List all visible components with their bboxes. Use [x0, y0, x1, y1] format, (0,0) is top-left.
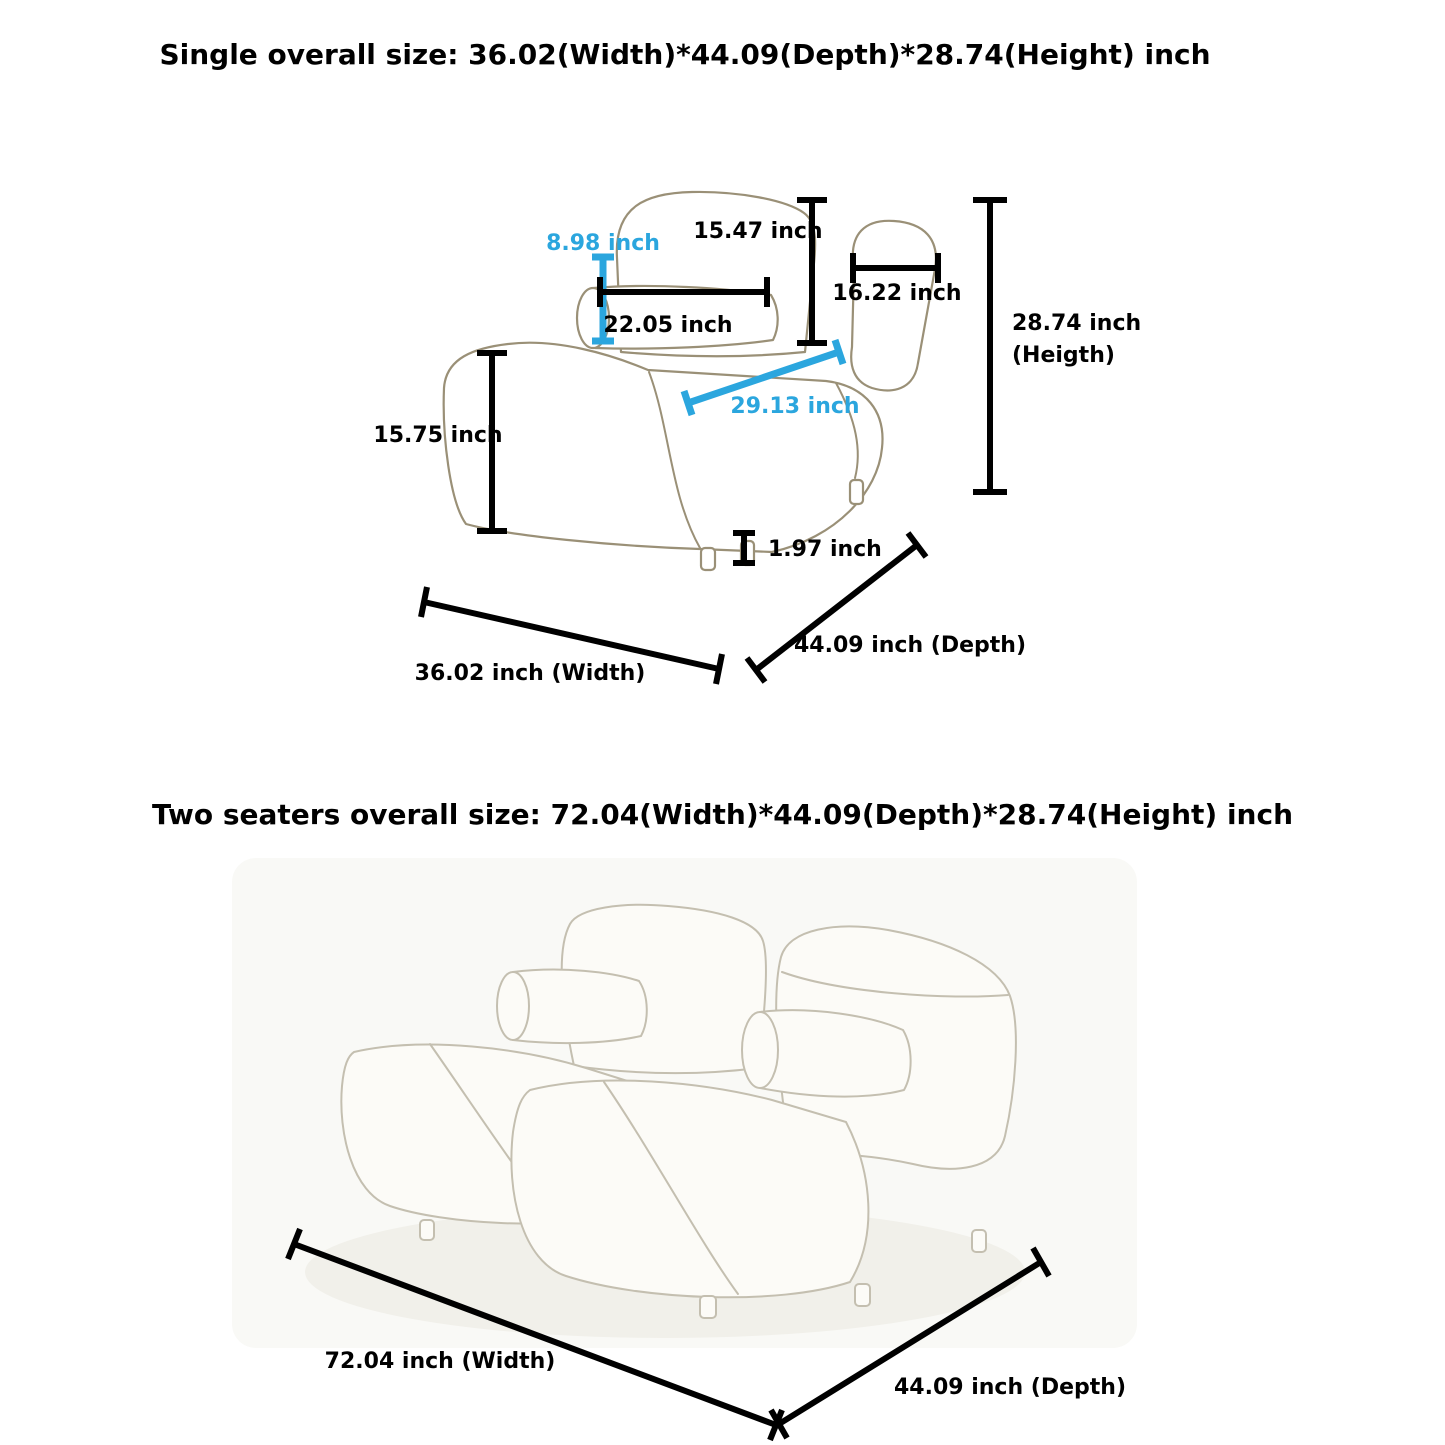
- sofa-leg-front-left: [699, 1295, 717, 1319]
- dim-seat-diagonal-line: [680, 338, 847, 417]
- single-chair-sketch: [442, 190, 937, 572]
- label-bolster-length: 22.05 inch: [603, 313, 732, 338]
- dim-width-line: [418, 586, 725, 685]
- sofa-leg-left: [419, 1219, 435, 1241]
- dim-headrest-width-line: [850, 253, 941, 283]
- single-dimension-labels: 15.47 inch 8.98 inch 16.22 inch 22.05 in…: [373, 219, 1141, 686]
- single-size-title: Single overall size: 36.02(Width)*44.09(…: [159, 38, 1211, 71]
- label-bolster-diameter: 8.98 inch: [546, 231, 660, 256]
- two-seater-sketch: [232, 858, 1137, 1348]
- two-seater-size-title: Two seaters overall size: 72.04(Width)*4…: [151, 798, 1294, 831]
- dim-overall-height-line: [973, 197, 1007, 495]
- label-single-depth: 44.09 inch (Depth): [794, 633, 1026, 658]
- sofa-right-seat-crease: [603, 1081, 739, 1295]
- sofa-right-bolster-end: [741, 1011, 779, 1089]
- single-dimension-lines: [418, 197, 1007, 685]
- sofa-right-backrest-roll-line: [781, 971, 1009, 998]
- single-leg-front-left: [699, 546, 717, 572]
- sofa-leg-front-right: [854, 1283, 871, 1307]
- sofa-left-bolster-end: [496, 971, 530, 1041]
- sofa-right-bolster-body: [759, 1009, 912, 1098]
- single-bolster-body: [592, 284, 779, 350]
- label-sofa-width: 72.04 inch (Width): [325, 1349, 556, 1374]
- single-leg-right: [848, 478, 865, 506]
- sofa-right-seat: [510, 1079, 870, 1299]
- single-seat-base: [442, 341, 884, 554]
- label-headrest-width: 16.22 inch: [832, 281, 961, 306]
- two-seater-dimension-lines: [285, 1227, 1052, 1442]
- single-seat-side-crease: [835, 382, 859, 479]
- label-seat-diagonal: 29.13 inch: [730, 394, 859, 419]
- dim-back-height-line: [797, 197, 827, 346]
- label-seat-height: 15.75 inch: [373, 423, 502, 448]
- dim-seat-height-line: [477, 350, 507, 534]
- label-overall-height-caption: (Heigth): [1012, 343, 1115, 368]
- label-back-height: 15.47 inch: [693, 219, 822, 244]
- label-leg-height: 1.97 inch: [768, 537, 882, 562]
- label-overall-height-value: 28.74 inch: [1012, 311, 1141, 336]
- dim-sofa-depth-line: [768, 1246, 1052, 1440]
- sofa-leg-right: [971, 1229, 987, 1253]
- dim-bolster-length-line: [597, 277, 770, 307]
- two-seater-dimension-labels: 72.04 inch (Width) 44.09 inch (Depth): [325, 1349, 1126, 1400]
- dim-depth-line: [744, 531, 929, 684]
- label-single-width: 36.02 inch (Width): [415, 661, 646, 686]
- single-seat-crease: [648, 371, 701, 549]
- dim-sofa-width-line: [285, 1227, 785, 1442]
- dim-leg-height-line: [733, 530, 755, 566]
- label-sofa-depth: 44.09 inch (Depth): [894, 1375, 1126, 1400]
- sofa-left-bolster-body: [512, 968, 648, 1045]
